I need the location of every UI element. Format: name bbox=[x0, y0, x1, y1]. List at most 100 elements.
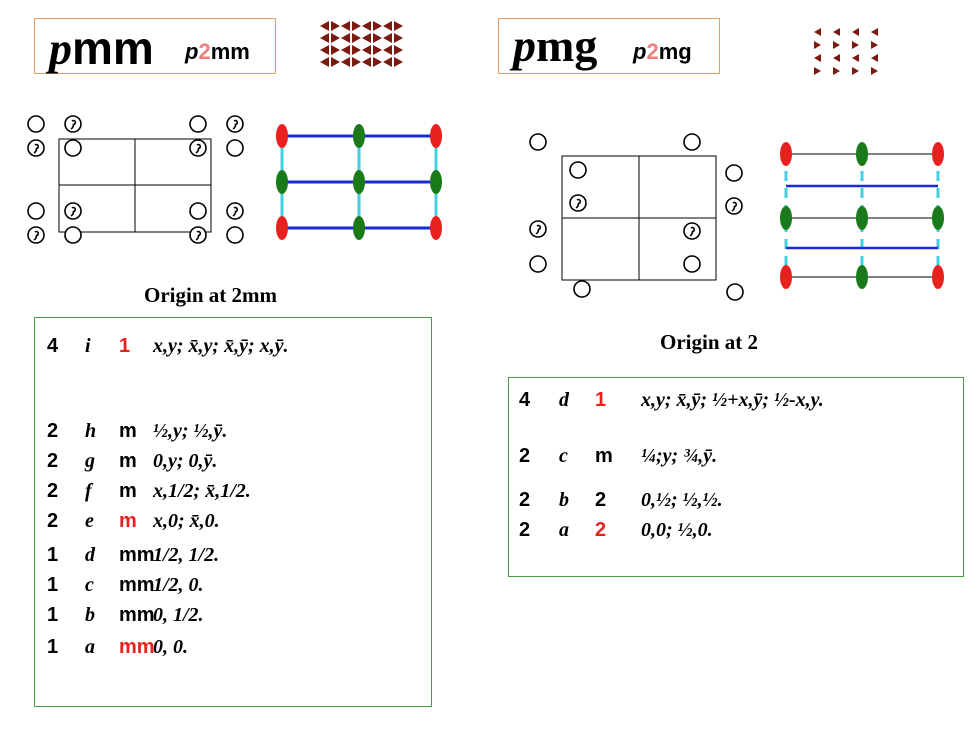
site-symmetry: m bbox=[119, 480, 137, 502]
position-circle bbox=[27, 202, 45, 220]
coordinates: x,y; x̄,ȳ; ½+x,ȳ; ½-x,y. bbox=[641, 389, 824, 411]
motif-triangle bbox=[362, 33, 371, 43]
motif-triangle bbox=[362, 57, 371, 67]
wyckoff-letter: f bbox=[85, 480, 92, 502]
motif-triangle bbox=[320, 21, 329, 31]
wyckoff-multiplicity: 4 bbox=[519, 389, 531, 411]
motif-triangle bbox=[852, 67, 859, 75]
motif-triangle bbox=[394, 21, 403, 31]
twofold-axis bbox=[276, 170, 288, 194]
wyckoff-letter: b bbox=[85, 604, 95, 626]
wyckoff-letter: a bbox=[85, 636, 95, 658]
coordinates: x,y; x̄,y; x̄,ȳ; x,ȳ. bbox=[153, 335, 289, 357]
wyckoff-multiplicity: 1 bbox=[47, 636, 59, 658]
position-circle bbox=[27, 115, 45, 133]
wyckoff-letter: d bbox=[85, 544, 95, 566]
coordinates: 0,½; ½,½. bbox=[641, 489, 723, 511]
motif-triangle bbox=[320, 45, 329, 55]
wyckoff-multiplicity: 1 bbox=[47, 544, 59, 566]
coordinates: 0,y; 0,ȳ. bbox=[153, 450, 218, 472]
coordinates: 0, 1/2. bbox=[153, 604, 204, 626]
motif-triangle bbox=[331, 45, 340, 55]
wyckoff-multiplicity: 2 bbox=[519, 489, 531, 511]
comma-mark bbox=[195, 230, 202, 241]
motif-triangle bbox=[373, 57, 382, 67]
twofold-axis bbox=[780, 265, 792, 289]
comma-mark bbox=[195, 143, 202, 154]
comma-mark bbox=[70, 206, 77, 217]
motif-triangle bbox=[341, 21, 350, 31]
twofold-axis bbox=[856, 206, 868, 230]
motif-triangle bbox=[352, 57, 361, 67]
comma-mark bbox=[232, 119, 239, 130]
pmm-title: pmm bbox=[49, 21, 154, 75]
site-symmetry: m bbox=[119, 510, 137, 532]
wyckoff-letter: b bbox=[559, 489, 569, 511]
twofold-axis bbox=[856, 142, 868, 166]
pmg-title: pmg bbox=[513, 19, 597, 72]
position-circle bbox=[573, 280, 591, 298]
pmm-equivalent-positions-diagram bbox=[27, 115, 244, 244]
comma-mark bbox=[33, 230, 40, 241]
comma-mark bbox=[689, 226, 696, 237]
motif-triangle bbox=[362, 21, 371, 31]
pmm-title-box: pmm p2mm bbox=[34, 18, 276, 74]
motif-triangle bbox=[320, 57, 329, 67]
twofold-axis bbox=[353, 124, 365, 148]
motif-triangle bbox=[833, 54, 840, 62]
twofold-axis bbox=[932, 142, 944, 166]
twofold-axis bbox=[353, 216, 365, 240]
wyckoff-letter: i bbox=[85, 335, 91, 357]
position-circle bbox=[64, 226, 82, 244]
twofold-axis bbox=[353, 170, 365, 194]
wyckoff-multiplicity: 1 bbox=[47, 604, 59, 626]
motif-triangle bbox=[833, 41, 840, 49]
twofold-axis bbox=[780, 142, 792, 166]
comma-mark bbox=[535, 224, 542, 235]
site-symmetry: mm bbox=[119, 544, 155, 566]
wyckoff-multiplicity: 2 bbox=[519, 445, 531, 467]
wyckoff-multiplicity: 1 bbox=[47, 574, 59, 596]
wyckoff-multiplicity: 4 bbox=[47, 335, 59, 357]
position-circle bbox=[189, 202, 207, 220]
motif-triangle bbox=[341, 45, 350, 55]
twofold-axis bbox=[856, 265, 868, 289]
wyckoff-letter: e bbox=[85, 510, 94, 532]
coordinates: 0,0; ½,0. bbox=[641, 519, 713, 541]
motif-triangle bbox=[373, 45, 382, 55]
wyckoff-multiplicity: 2 bbox=[47, 420, 59, 442]
wyckoff-multiplicity: 2 bbox=[47, 450, 59, 472]
site-symmetry: mm bbox=[119, 574, 155, 596]
motif-triangle bbox=[814, 67, 821, 75]
motif-triangle bbox=[383, 45, 392, 55]
motif-triangle bbox=[320, 33, 329, 43]
motif-triangle bbox=[383, 57, 392, 67]
motif-triangle bbox=[833, 67, 840, 75]
site-symmetry: 2 bbox=[595, 489, 607, 511]
pmg-full-symbol: p2mg bbox=[633, 39, 692, 64]
motif-triangle bbox=[352, 33, 361, 43]
motif-triangle bbox=[331, 21, 340, 31]
pmm-symmetry-elements-diagram bbox=[276, 124, 442, 240]
motif-triangle bbox=[383, 21, 392, 31]
wyckoff-letter: a bbox=[559, 519, 569, 541]
twofold-axis bbox=[932, 265, 944, 289]
motif-triangle bbox=[383, 33, 392, 43]
motif-triangle bbox=[341, 33, 350, 43]
pmm-title-rest: mm bbox=[72, 22, 154, 74]
comma-mark bbox=[33, 143, 40, 154]
twofold-axis bbox=[430, 124, 442, 148]
pmg-origin-label: Origin at 2 bbox=[660, 330, 758, 354]
position-circle bbox=[64, 139, 82, 157]
wyckoff-letter: c bbox=[85, 574, 94, 596]
position-circle bbox=[529, 133, 547, 151]
coordinates: x,1/2; x̄,1/2. bbox=[153, 480, 251, 502]
pmg-title-p: p bbox=[513, 20, 536, 71]
motif-triangle bbox=[852, 28, 859, 36]
site-symmetry: mm bbox=[119, 604, 155, 626]
motif-triangle bbox=[871, 28, 878, 36]
site-symmetry: m bbox=[119, 420, 137, 442]
motif-triangle bbox=[814, 54, 821, 62]
site-symmetry: mm bbox=[119, 636, 155, 658]
